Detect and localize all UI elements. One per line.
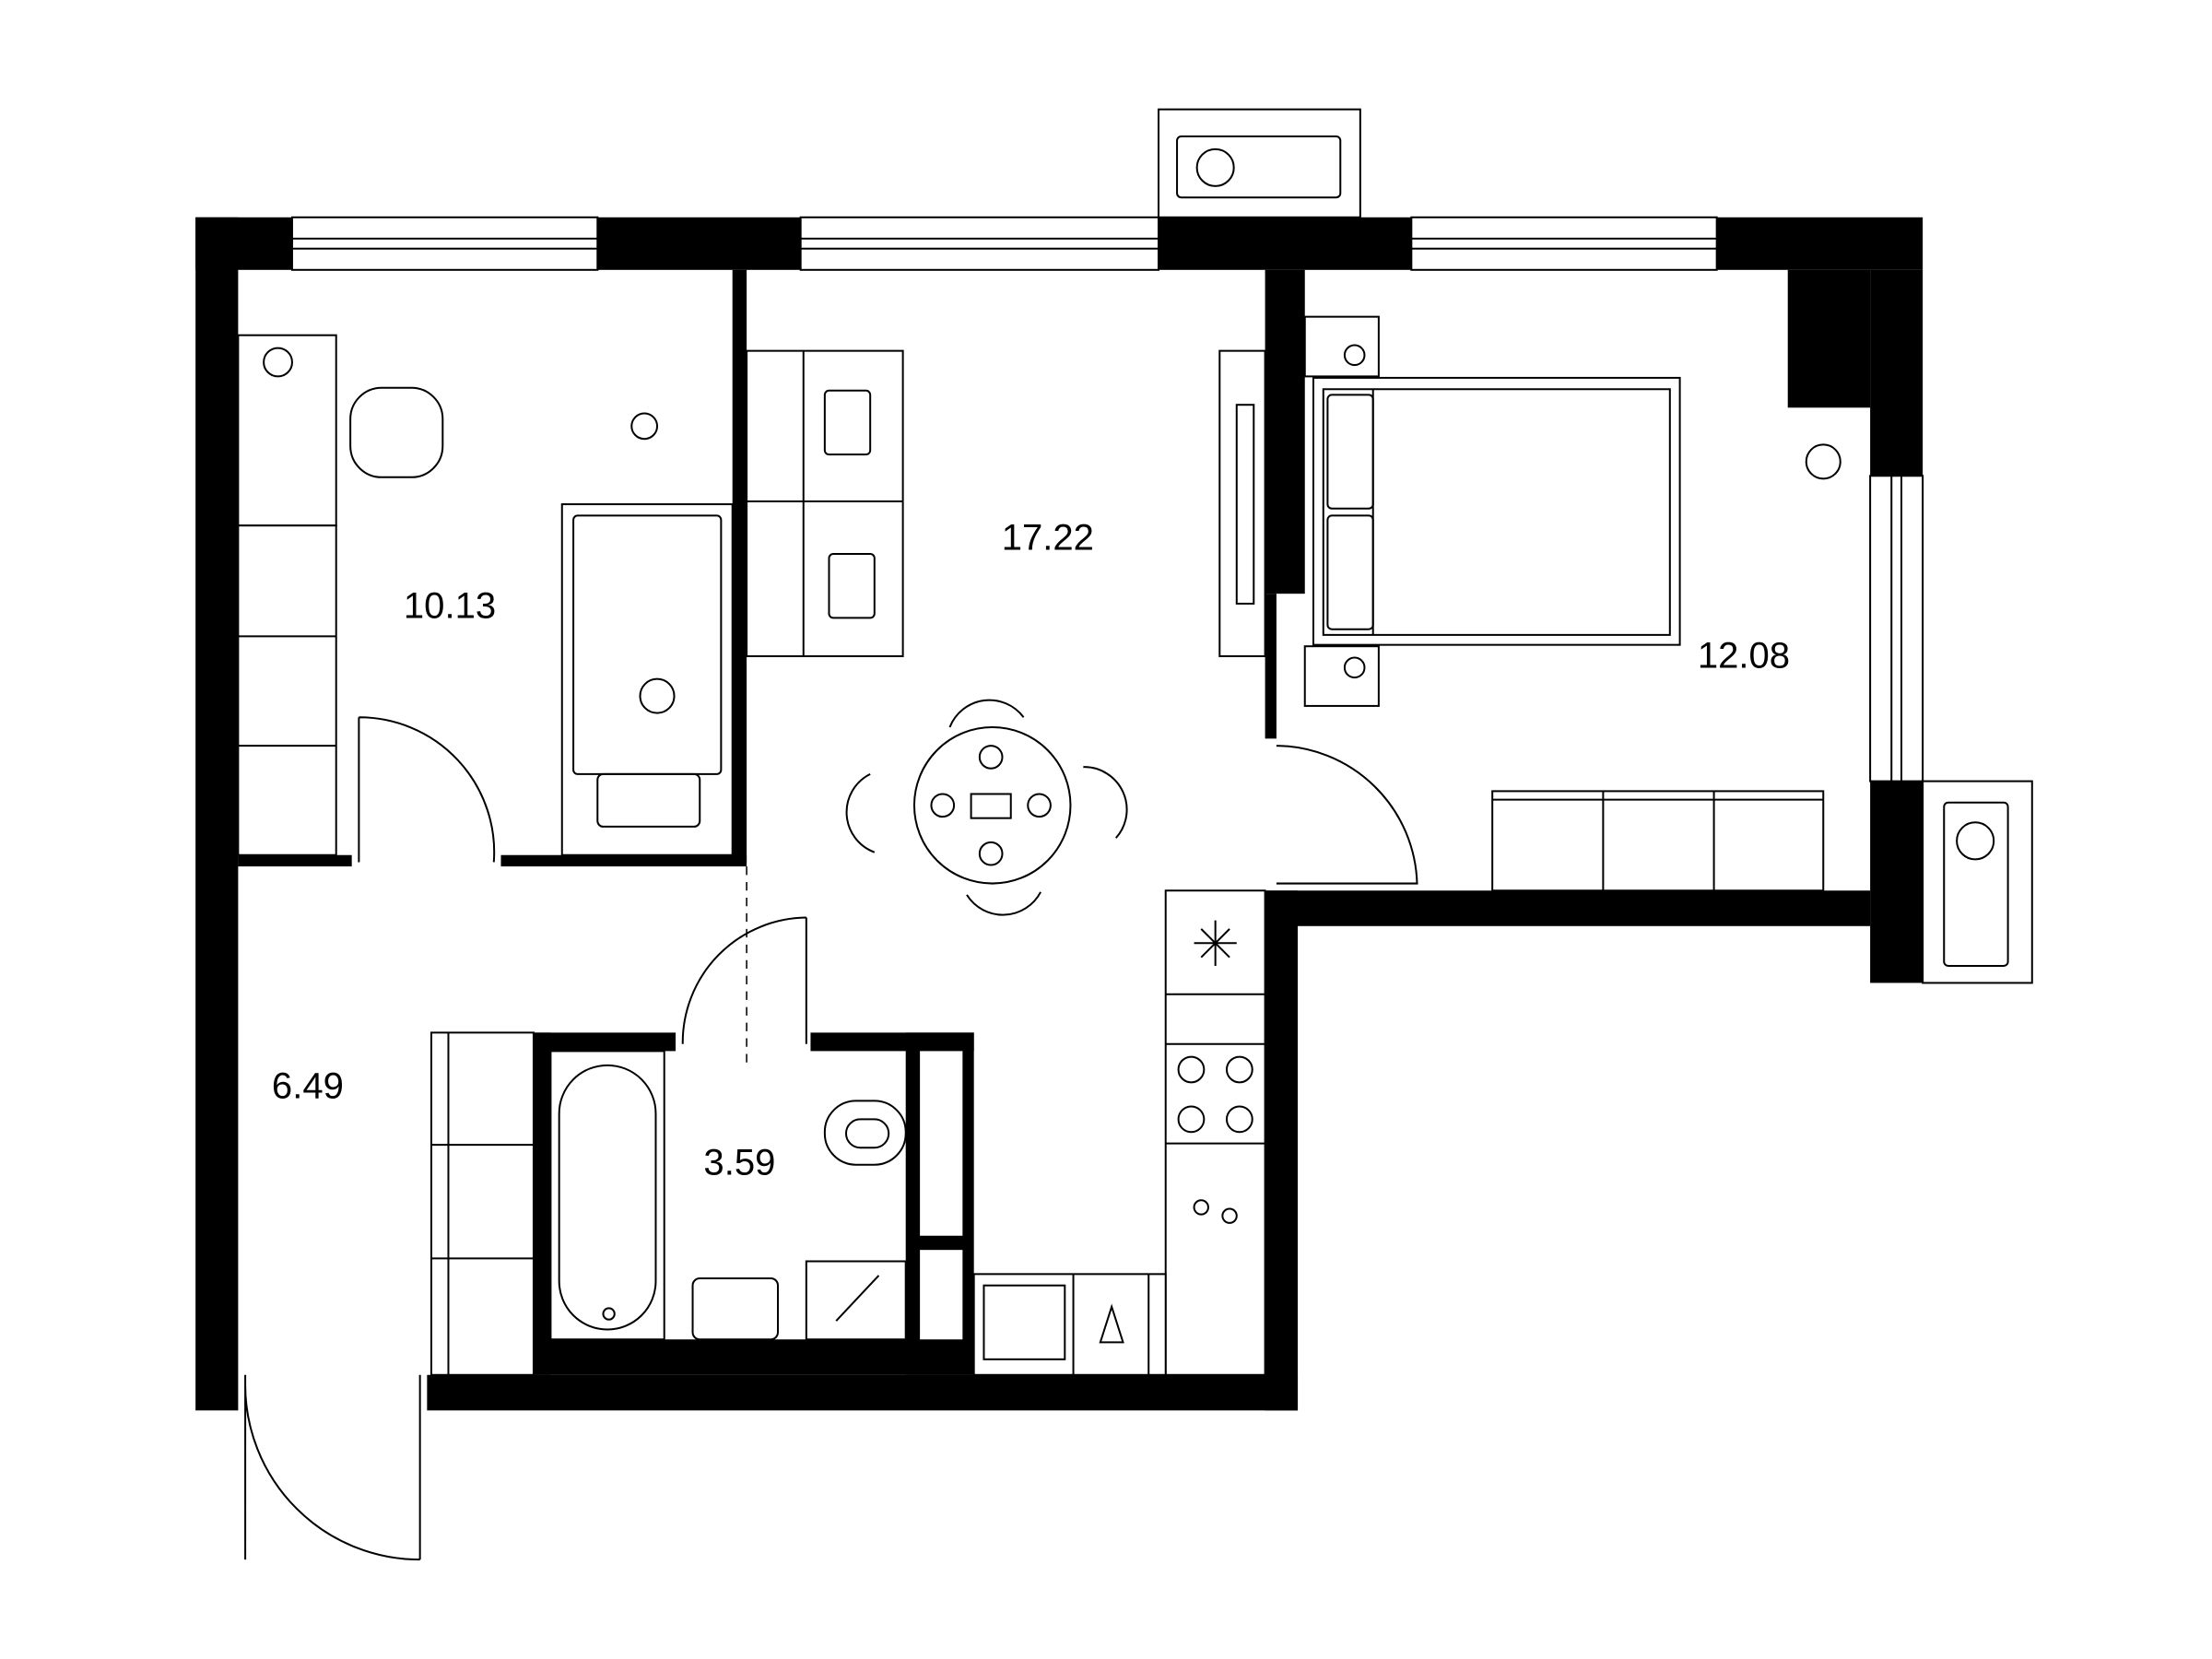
room-area-bathroom: 3.59: [703, 1142, 775, 1182]
bedroom-furniture: [1303, 315, 1841, 892]
room-area-hallway: 6.49: [272, 1065, 344, 1106]
room-area-kids-room: 10.13: [404, 585, 496, 626]
room-area-living-kitchen: 17.22: [1002, 517, 1094, 558]
living-furniture: [746, 349, 1266, 916]
kids-room-furniture: [237, 334, 734, 856]
walls: [195, 217, 1924, 1411]
windows: [290, 216, 1924, 782]
bathroom-fixtures: [549, 1050, 907, 1341]
doors: [244, 716, 1418, 1561]
ac-unit-top: [1158, 108, 1361, 218]
kitchen-units: [972, 889, 1266, 1376]
ac-unit-right: [1922, 780, 2033, 984]
hallway-wardrobe: [429, 1031, 535, 1376]
room-area-bedroom: 12.08: [1698, 635, 1790, 676]
